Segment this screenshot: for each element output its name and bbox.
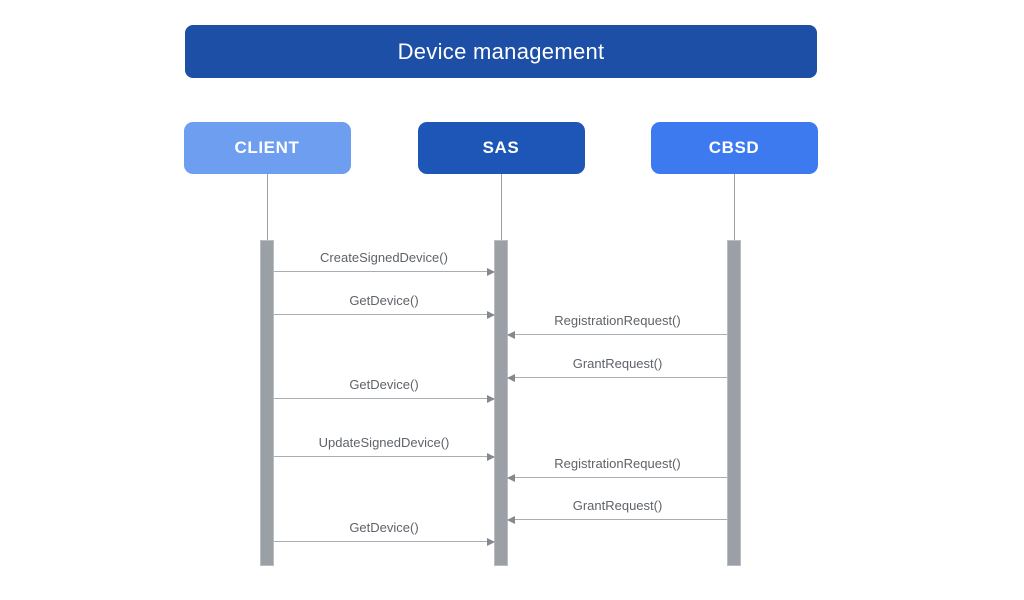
lifeline-sas [501, 174, 502, 240]
message-cbsd-to-sas: RegistrationRequest() [507, 309, 727, 339]
message-label: RegistrationRequest() [554, 456, 681, 471]
diagram-title: Device management [185, 25, 817, 78]
message-label: GetDevice() [349, 293, 419, 308]
arrowhead-icon [487, 453, 495, 461]
message-cbsd-to-sas: GrantRequest() [507, 494, 727, 524]
message-label: GrantRequest() [572, 356, 663, 371]
message-client-to-sas: GetDevice() [274, 373, 495, 403]
message-line [274, 398, 494, 399]
message-line [274, 456, 494, 457]
message-label: GetDevice() [349, 377, 419, 392]
message-label: GrantRequest() [572, 498, 663, 513]
activation-bar-cbsd [727, 240, 741, 566]
arrowhead-icon [487, 395, 495, 403]
activation-bar-sas [494, 240, 508, 566]
message-cbsd-to-sas: GrantRequest() [507, 352, 727, 382]
message-line [508, 334, 727, 335]
message-cbsd-to-sas: RegistrationRequest() [507, 452, 727, 482]
message-line [274, 541, 494, 542]
lifeline-cbsd [734, 174, 735, 240]
lifeline-client [267, 174, 268, 240]
arrowhead-icon [487, 311, 495, 319]
actor-box-client: CLIENT [183, 122, 351, 174]
arrowhead-icon [507, 474, 515, 482]
message-client-to-sas: CreateSignedDevice() [274, 246, 495, 276]
message-label: RegistrationRequest() [554, 313, 681, 328]
arrowhead-icon [507, 331, 515, 339]
message-client-to-sas: GetDevice() [274, 289, 495, 319]
arrowhead-icon [487, 538, 495, 546]
message-line [508, 477, 727, 478]
message-client-to-sas: GetDevice() [274, 516, 495, 546]
message-line [274, 271, 494, 272]
actor-box-cbsd: CBSD [650, 122, 818, 174]
message-client-to-sas: UpdateSignedDevice() [274, 431, 495, 461]
message-label: CreateSignedDevice() [320, 250, 448, 265]
arrowhead-icon [507, 374, 515, 382]
actor-box-sas: SAS [417, 122, 585, 174]
arrowhead-icon [507, 516, 515, 524]
message-line [508, 377, 727, 378]
activation-bar-client [260, 240, 274, 566]
message-line [274, 314, 494, 315]
arrowhead-icon [487, 268, 495, 276]
message-label: GetDevice() [349, 520, 419, 535]
message-line [508, 519, 727, 520]
message-label: UpdateSignedDevice() [318, 435, 450, 450]
